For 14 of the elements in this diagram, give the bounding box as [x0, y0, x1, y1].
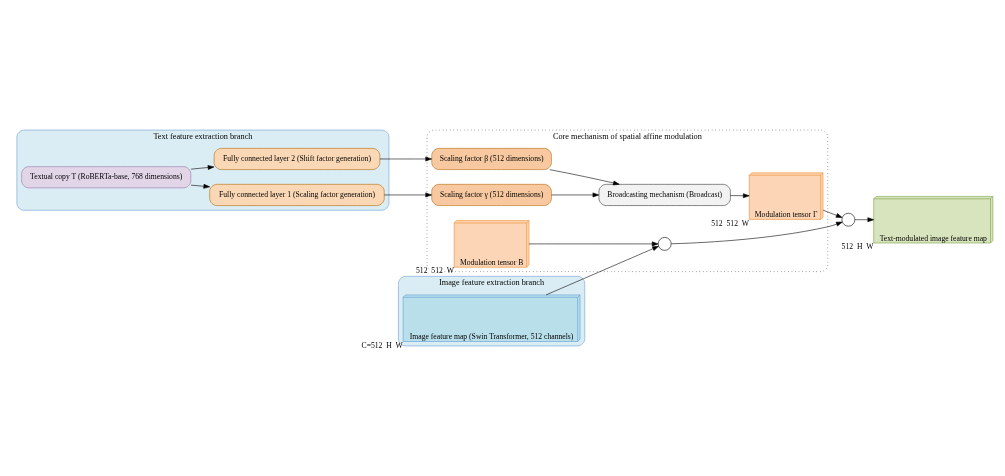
arrow: [670, 221, 843, 245]
arrow: [545, 246, 659, 296]
arrow: [384, 192, 432, 198]
arrow: [822, 209, 843, 218]
node-circle: [657, 237, 672, 251]
arrow: [854, 217, 874, 223]
node-circle: [841, 212, 856, 227]
arrow: [528, 241, 659, 247]
arrow: [190, 183, 210, 189]
arrow: [379, 156, 432, 162]
arrow: [549, 169, 620, 186]
arrow: [190, 165, 215, 170]
arrow: [551, 192, 600, 198]
arrow: [730, 193, 750, 199]
